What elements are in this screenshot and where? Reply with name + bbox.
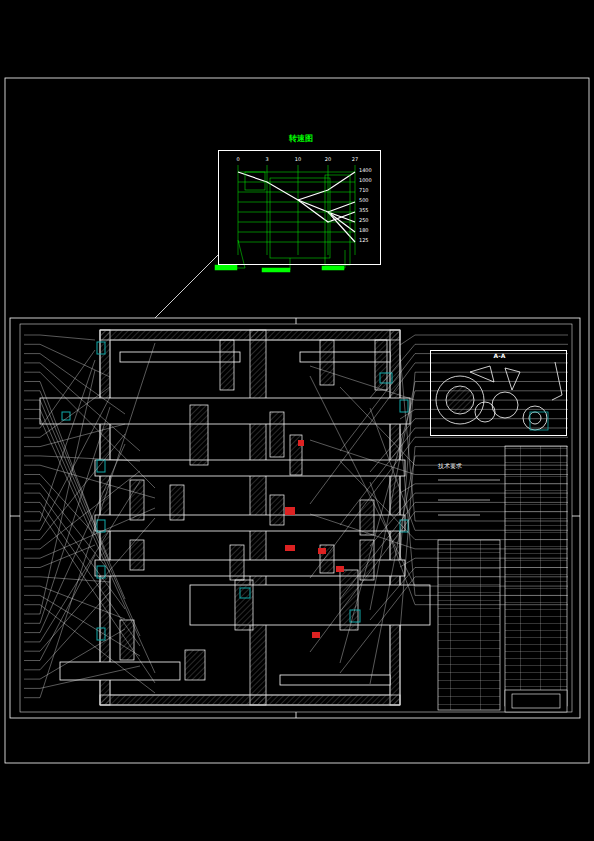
leader-line bbox=[24, 545, 95, 568]
leader-line bbox=[24, 577, 110, 582]
leader-line bbox=[24, 400, 125, 599]
chart-value: 125 bbox=[359, 238, 369, 243]
leader-line bbox=[24, 475, 95, 536]
chart-value: 3 bbox=[265, 157, 268, 162]
drawing-frame bbox=[5, 78, 589, 763]
chart-value: 10 bbox=[295, 157, 301, 162]
leader-line bbox=[24, 350, 95, 428]
leader-line bbox=[24, 666, 140, 688]
leader-line bbox=[24, 391, 110, 562]
section-view bbox=[436, 362, 562, 430]
highlight-parts bbox=[62, 342, 408, 640]
speed-chart-grid bbox=[215, 165, 355, 272]
leader-line bbox=[24, 518, 155, 651]
leader-line bbox=[24, 354, 125, 414]
leader-line bbox=[24, 508, 155, 558]
leader-line bbox=[24, 397, 110, 530]
leader-line bbox=[24, 605, 155, 693]
note-heading: 技术要求 bbox=[438, 463, 462, 469]
leader-line bbox=[24, 370, 95, 614]
leader-line bbox=[24, 471, 140, 549]
leader-line bbox=[24, 592, 110, 670]
chart-value: 1000 bbox=[359, 178, 372, 183]
leader-line bbox=[24, 387, 110, 437]
chart-value: 0 bbox=[236, 157, 239, 162]
view-title: A-A bbox=[494, 353, 506, 359]
leader-line bbox=[24, 407, 110, 623]
shafts bbox=[40, 352, 430, 685]
chart-value: 250 bbox=[359, 218, 369, 223]
leader-line bbox=[340, 354, 568, 451]
chart-value: 27 bbox=[352, 157, 358, 162]
gears bbox=[120, 340, 387, 680]
chart-value: 180 bbox=[359, 228, 369, 233]
chart-value: 710 bbox=[359, 188, 369, 193]
chart-value: 355 bbox=[359, 208, 369, 213]
chart-value: 1400 bbox=[359, 168, 372, 173]
speed-chart-box: 转速图 bbox=[218, 150, 381, 265]
leader-line bbox=[24, 360, 95, 521]
leader-line bbox=[24, 434, 125, 540]
leader-line bbox=[24, 456, 140, 461]
chart-value: 20 bbox=[325, 157, 331, 162]
leader-line bbox=[24, 595, 140, 656]
leader-line bbox=[24, 444, 125, 633]
chart-value: 500 bbox=[359, 198, 369, 203]
parts-list-tables bbox=[438, 446, 567, 712]
leader-line bbox=[24, 419, 155, 673]
view-title: 转速图 bbox=[289, 135, 313, 143]
leader-line bbox=[24, 555, 95, 661]
section-view-box: A-A bbox=[430, 350, 567, 436]
leader-line bbox=[400, 409, 568, 419]
leader-line bbox=[24, 424, 125, 447]
leader-line bbox=[24, 363, 140, 451]
leader-line bbox=[24, 335, 95, 340]
leader-line bbox=[24, 481, 140, 642]
leader-line bbox=[310, 366, 568, 400]
leader-line bbox=[400, 335, 568, 345]
leader-line bbox=[24, 343, 155, 698]
leader-line bbox=[24, 629, 125, 679]
